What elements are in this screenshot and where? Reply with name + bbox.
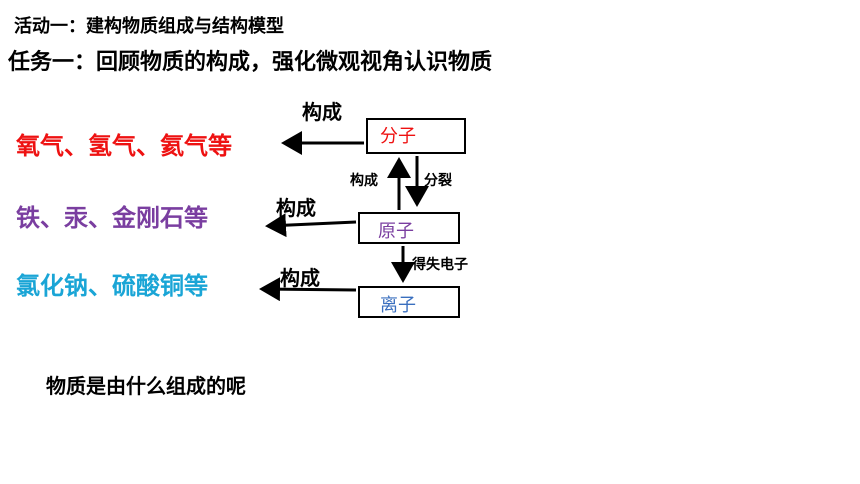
- label-compose-up: 构成: [350, 173, 378, 189]
- atom-label: 原子: [378, 221, 414, 242]
- ion-box: 离子: [358, 286, 460, 318]
- atomic-substances: 铁、汞、金刚石等: [16, 204, 208, 232]
- activity-title: 活动一：建构物质组成与结构模型: [14, 16, 284, 37]
- arrow-ion-to-substance: [259, 277, 357, 302]
- task-title: 任务一：回顾物质的构成，强化微观视角认识物质: [8, 50, 493, 75]
- ion-label: 离子: [380, 295, 416, 316]
- ionic-substances: 氯化钠、硫酸铜等: [16, 272, 208, 300]
- molecule-label: 分子: [380, 126, 416, 147]
- label-compose-bottom: 构成: [280, 266, 320, 290]
- molecule-box: 分子: [366, 118, 466, 154]
- label-split: 分裂: [424, 173, 452, 189]
- label-compose-mid: 构成: [276, 196, 316, 220]
- atom-box: 原子: [358, 212, 460, 244]
- closing-question: 物质是由什么组成的呢: [46, 374, 246, 398]
- molecular-substances: 氧气、氢气、氦气等: [16, 132, 232, 160]
- arrow-atom-to-substance: [265, 213, 357, 238]
- label-compose-top: 构成: [302, 100, 342, 124]
- label-gain-lose-electrons: 得失电子: [412, 257, 468, 273]
